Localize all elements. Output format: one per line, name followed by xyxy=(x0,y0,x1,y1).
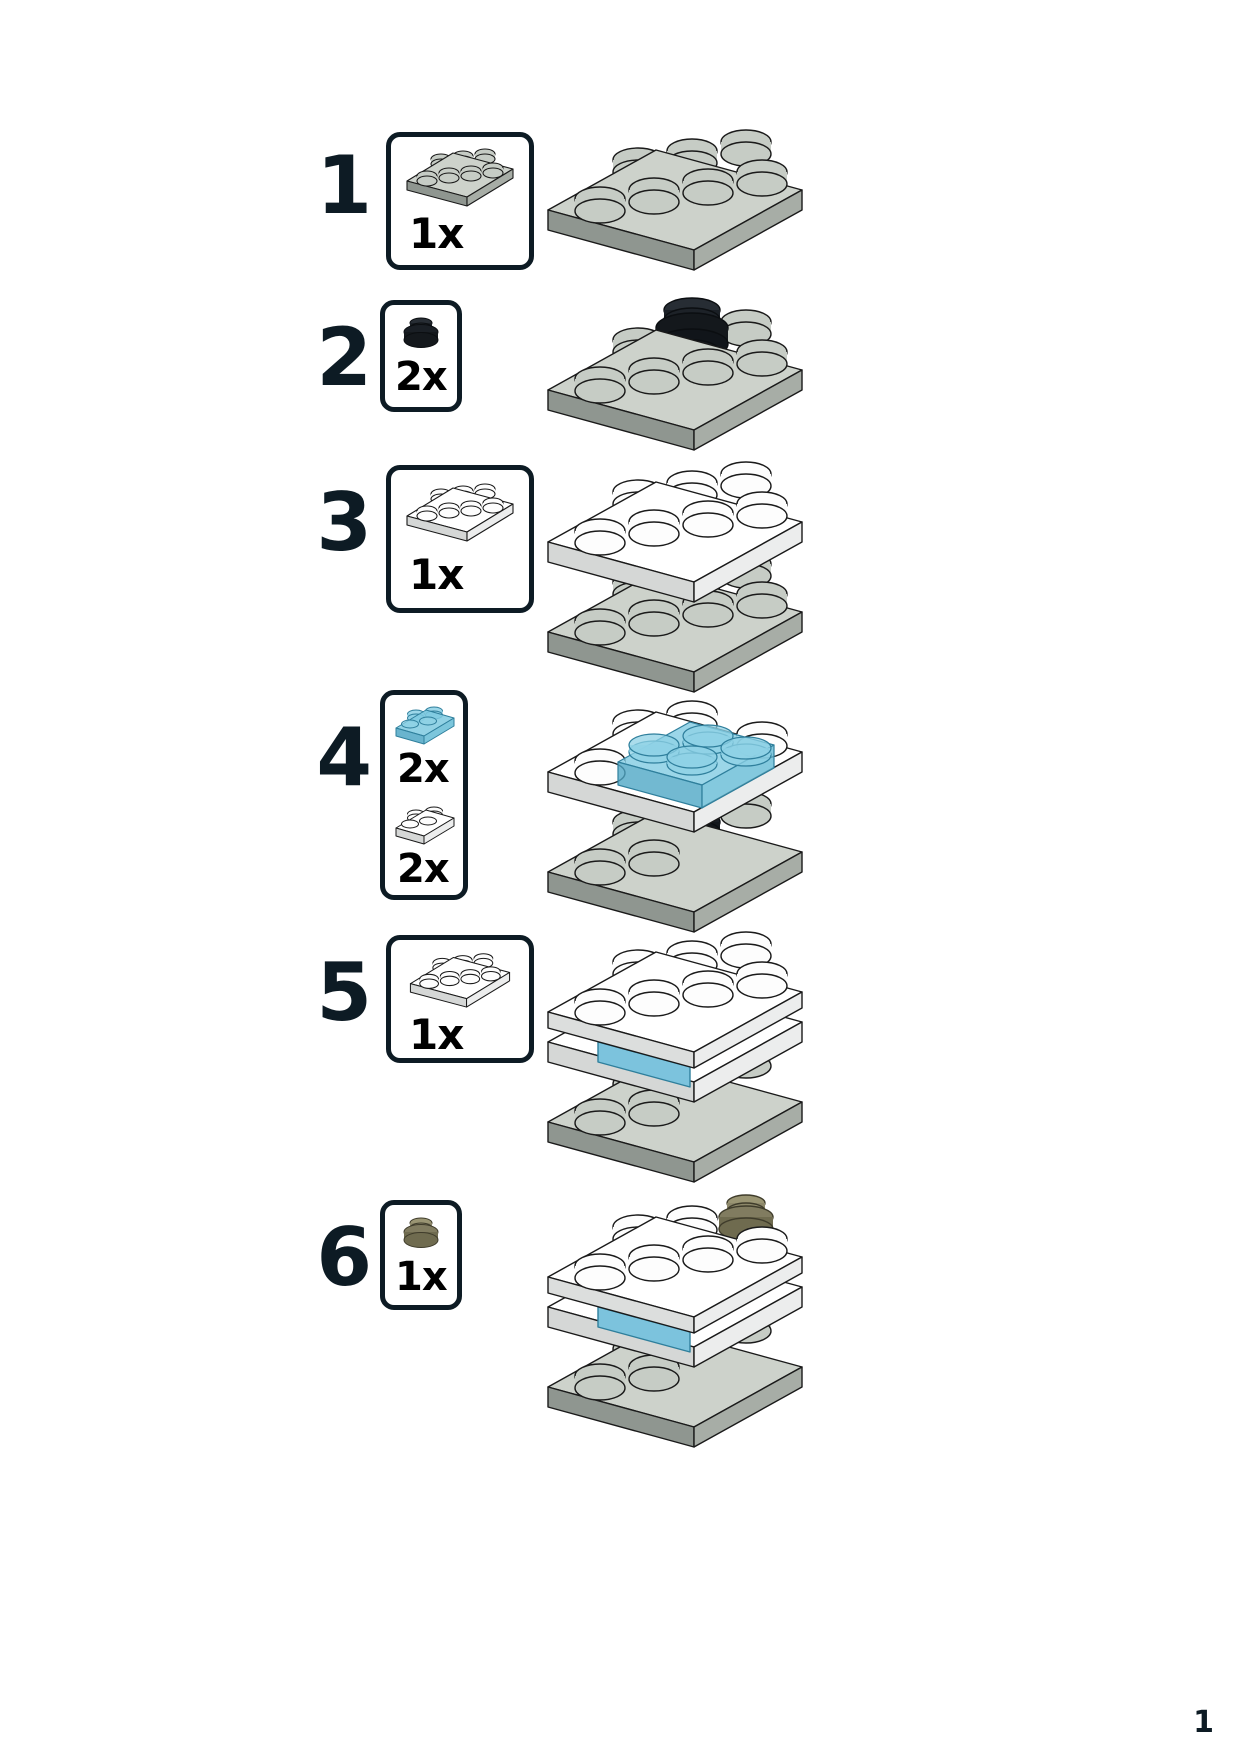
part-icon-plate-2x4-gray xyxy=(395,145,525,207)
step-3-assembly xyxy=(540,460,810,693)
step-6-assembly xyxy=(540,1194,810,1448)
step-2-assembly xyxy=(540,288,810,451)
step-5-number: 5 xyxy=(316,946,372,1039)
part-icon-plate-2x4-white xyxy=(395,480,525,542)
step-1-quantity: 1x xyxy=(409,209,464,258)
step-4-assembly xyxy=(540,690,810,933)
part-icon-plate-1x2-trans-blue xyxy=(386,703,462,745)
step-4-number: 4 xyxy=(316,711,372,804)
step-4-quantity-white: 2x xyxy=(397,846,450,892)
step-5-quantity: 1x xyxy=(409,1010,464,1059)
step-3-callout: 1x xyxy=(386,465,534,613)
part-icon-round-plate-dark-tan xyxy=(391,1213,451,1255)
step-3-number: 3 xyxy=(316,476,372,569)
step-5-callout: 1x xyxy=(386,935,534,1063)
step-4-callout: 2x xyxy=(380,690,468,900)
step-5-assembly xyxy=(540,930,810,1183)
step-3-quantity: 1x xyxy=(409,550,464,599)
part-icon-plate-2x4-white-step5 xyxy=(395,950,525,1008)
page-number: 1 xyxy=(1193,1705,1214,1740)
step-6-callout: 1x xyxy=(380,1200,462,1310)
step-4-quantity-blue: 2x xyxy=(397,746,450,792)
step-2: 2 2x xyxy=(310,300,462,412)
step-6-number: 6 xyxy=(316,1211,372,1304)
step-1-assembly xyxy=(540,128,810,271)
step-6: 6 1x xyxy=(310,1200,462,1310)
step-4: 4 xyxy=(310,690,468,900)
step-5: 5 xyxy=(310,935,534,1063)
step-1-number: 1 xyxy=(316,139,372,232)
step-2-number: 2 xyxy=(316,311,372,404)
part-icon-round-plate-black xyxy=(391,313,451,355)
step-1: 1 xyxy=(310,132,534,270)
step-3: 3 xyxy=(310,465,534,613)
part-icon-plate-1x2-white xyxy=(386,803,462,845)
step-6-quantity: 1x xyxy=(395,1254,448,1300)
step-1-callout: 1x xyxy=(386,132,534,270)
step-2-callout: 2x xyxy=(380,300,462,412)
step-2-quantity: 2x xyxy=(395,354,448,400)
